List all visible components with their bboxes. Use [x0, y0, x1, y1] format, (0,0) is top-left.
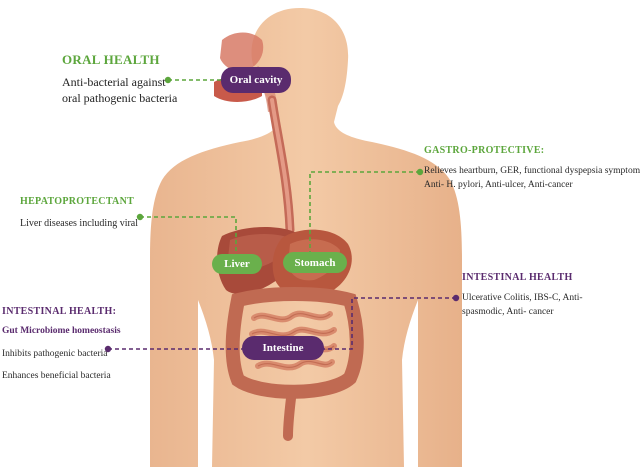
- gastro-line-1: Relieves heartburn, GER, functional dysp…: [424, 166, 640, 176]
- nasal-cavity: [220, 32, 264, 72]
- gastro-line-2: Anti- H. pylori, Anti-ulcer, Anti-cancer: [424, 180, 573, 190]
- oral-connector-dot: [164, 76, 172, 84]
- hepato-connector-dot: [136, 213, 144, 221]
- oral-health-line-2: oral pathogenic bacteria: [62, 91, 178, 105]
- oral-cavity-label: Oral cavity: [221, 67, 291, 93]
- intestinal-right-heading: INTESTINAL HEALTH: [462, 272, 573, 283]
- gastro-heading: GASTRO-PROTECTIVE:: [424, 145, 545, 156]
- oral-health-heading: ORAL HEALTH: [62, 52, 160, 67]
- purple-connectors: [108, 297, 456, 350]
- intestinal-left-line-2: Enhances beneficial bacteria: [2, 371, 111, 381]
- intestinal-left-line-1: Inhibits pathogenic bacteria: [2, 349, 108, 359]
- gastro-connector-dot: [416, 168, 424, 176]
- intestinal-right-connector-line: [322, 297, 456, 350]
- intestinal-left-heading: INTESTINAL HEALTH:: [2, 306, 117, 317]
- rectum: [283, 385, 297, 441]
- intestinal-right-connector-dot: [452, 294, 460, 302]
- green-connectors: [140, 79, 420, 262]
- hepato-line-1: Liver diseases including viral: [20, 218, 139, 229]
- intestine-label: Intestine: [242, 336, 324, 360]
- stomach-label: Stomach: [283, 252, 347, 273]
- large-intestine: [225, 287, 364, 399]
- gastro-connector-line: [309, 171, 420, 258]
- intestinal-left-subheading: Gut Microbiome homeostasis: [2, 326, 121, 336]
- intestinal-left-connector-dot: [104, 345, 112, 353]
- intestinal-right-line-2: spasmodic, Anti- cancer: [462, 307, 554, 317]
- liver-label: Liver: [212, 254, 262, 274]
- hepato-heading: HEPATOPROTECTANT: [20, 196, 135, 207]
- hepato-connector-line: [140, 216, 237, 262]
- oral-health-line-1: Anti-bacterial against: [62, 75, 166, 89]
- intestinal-right-line-1: Ulcerative Colitis, IBS-C, Anti-: [462, 293, 583, 303]
